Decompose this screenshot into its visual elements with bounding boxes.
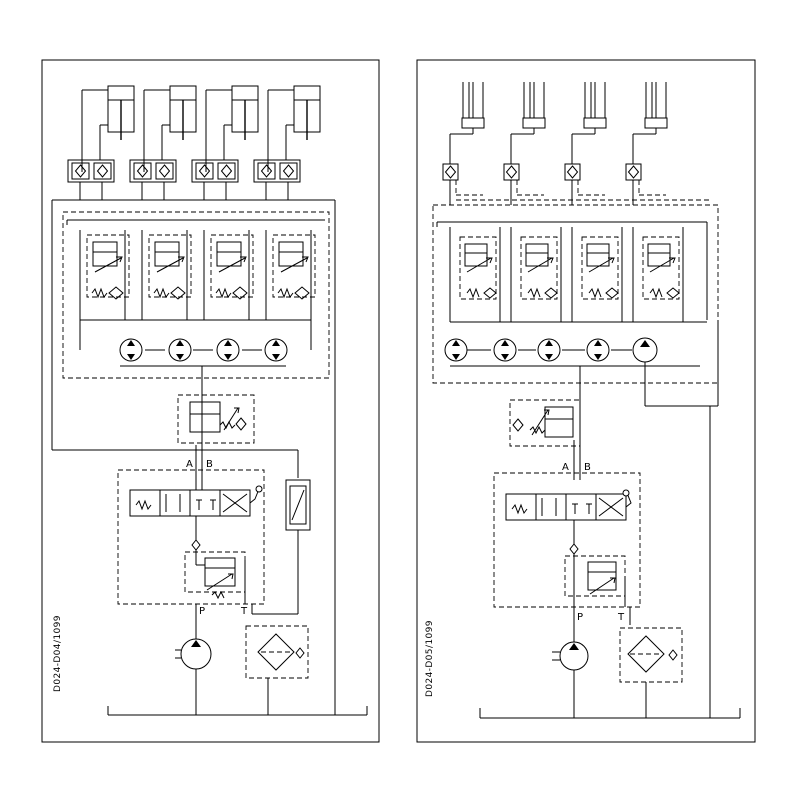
- hydraulic-motor-1: [444, 338, 468, 362]
- right-port-t-label: T: [617, 612, 625, 623]
- hydraulic-motor-1: [119, 338, 143, 362]
- left-hydraulic-pump: [175, 638, 212, 670]
- pressure-reducing-valve-1: [449, 227, 501, 322]
- right-cylinder-row: [449, 82, 668, 164]
- left-control-block: [117, 469, 265, 605]
- hydraulic-cylinder-4: [632, 82, 668, 164]
- bypass-hydraulic-motor: [632, 337, 658, 363]
- hydraulic-motor-2: [168, 338, 192, 362]
- pressure-reducing-valve-2: [141, 230, 192, 320]
- dual-check-valve-3: [191, 159, 239, 200]
- left-drawing-number: D024-D04/1099: [53, 615, 63, 692]
- left-check-valve-row: [67, 159, 301, 200]
- right-control-block: [493, 472, 641, 608]
- right-port-a-label: A: [562, 462, 569, 473]
- check-valve-3: [564, 163, 605, 205]
- left-port-p-label: P: [199, 606, 205, 617]
- right-port-p-label: P: [577, 612, 583, 623]
- hydraulic-cylinder-1: [449, 82, 485, 164]
- pressure-reducing-valve-1: [79, 230, 130, 320]
- dual-check-valve-2: [129, 159, 177, 200]
- left-cylinder-row: [81, 85, 321, 172]
- hydraulic-motor-3: [537, 338, 561, 362]
- check-valve-4: [625, 163, 666, 205]
- pressure-reducing-valve-4: [632, 227, 684, 322]
- left-inline-check-valve: [191, 539, 201, 551]
- right-inline-check-valve: [569, 543, 579, 555]
- left-return-filter-valve: [285, 479, 311, 531]
- right-manifold-block: [432, 204, 719, 384]
- right-check-valve-row: [442, 163, 666, 205]
- hydraulic-cylinder-2: [510, 82, 546, 164]
- hydraulic-cylinder-4: [267, 85, 321, 172]
- hydraulic-cylinder-1: [81, 85, 135, 172]
- pressure-reducing-valve-4: [265, 230, 316, 320]
- pressure-reducing-valve-3: [571, 227, 623, 322]
- right-tank-filter: [619, 627, 683, 683]
- left-hydraulic-schematic: A B: [41, 59, 380, 743]
- right-reducing-valve-row: [449, 227, 684, 322]
- hydraulic-motor-2: [493, 338, 517, 362]
- left-flow-divider: [79, 320, 312, 367]
- check-valve-2: [503, 163, 544, 205]
- hydraulic-motor-4: [586, 338, 610, 362]
- left-tank-filter: [245, 625, 309, 679]
- pressure-reducing-valve-2: [510, 227, 562, 322]
- right-flow-divider: [444, 320, 719, 407]
- left-directional-valve: [129, 485, 263, 517]
- left-system-relief-valve: [184, 551, 246, 600]
- hydraulic-cylinder-2: [143, 85, 197, 172]
- left-diagram-frame: [41, 59, 380, 743]
- right-relief-valve: [509, 399, 581, 447]
- right-hydraulic-schematic: A B P T: [416, 59, 756, 743]
- right-directional-valve: [505, 489, 632, 521]
- left-reducing-valve-row: [79, 230, 316, 320]
- right-hydraulic-pump: [552, 641, 589, 671]
- left-port-b-label: B: [206, 459, 213, 470]
- check-valve-1: [442, 163, 483, 205]
- hydraulic-cylinder-3: [205, 85, 259, 172]
- left-port-a-label: A: [186, 459, 193, 470]
- right-drawing-number: D024-D05/1099: [425, 620, 435, 697]
- pressure-reducing-valve-3: [203, 230, 254, 320]
- left-manifold-block: [62, 211, 330, 379]
- left-port-t-label: T: [240, 606, 248, 617]
- hydraulic-motor-4: [264, 338, 288, 362]
- hydraulic-cylinder-3: [571, 82, 607, 164]
- left-relief-valve: [177, 394, 255, 444]
- dual-check-valve-4: [253, 159, 301, 200]
- hydraulic-motor-3: [216, 338, 240, 362]
- right-port-b-label: B: [584, 462, 591, 473]
- right-diagram-frame: [416, 59, 756, 743]
- dual-check-valve-1: [67, 159, 115, 200]
